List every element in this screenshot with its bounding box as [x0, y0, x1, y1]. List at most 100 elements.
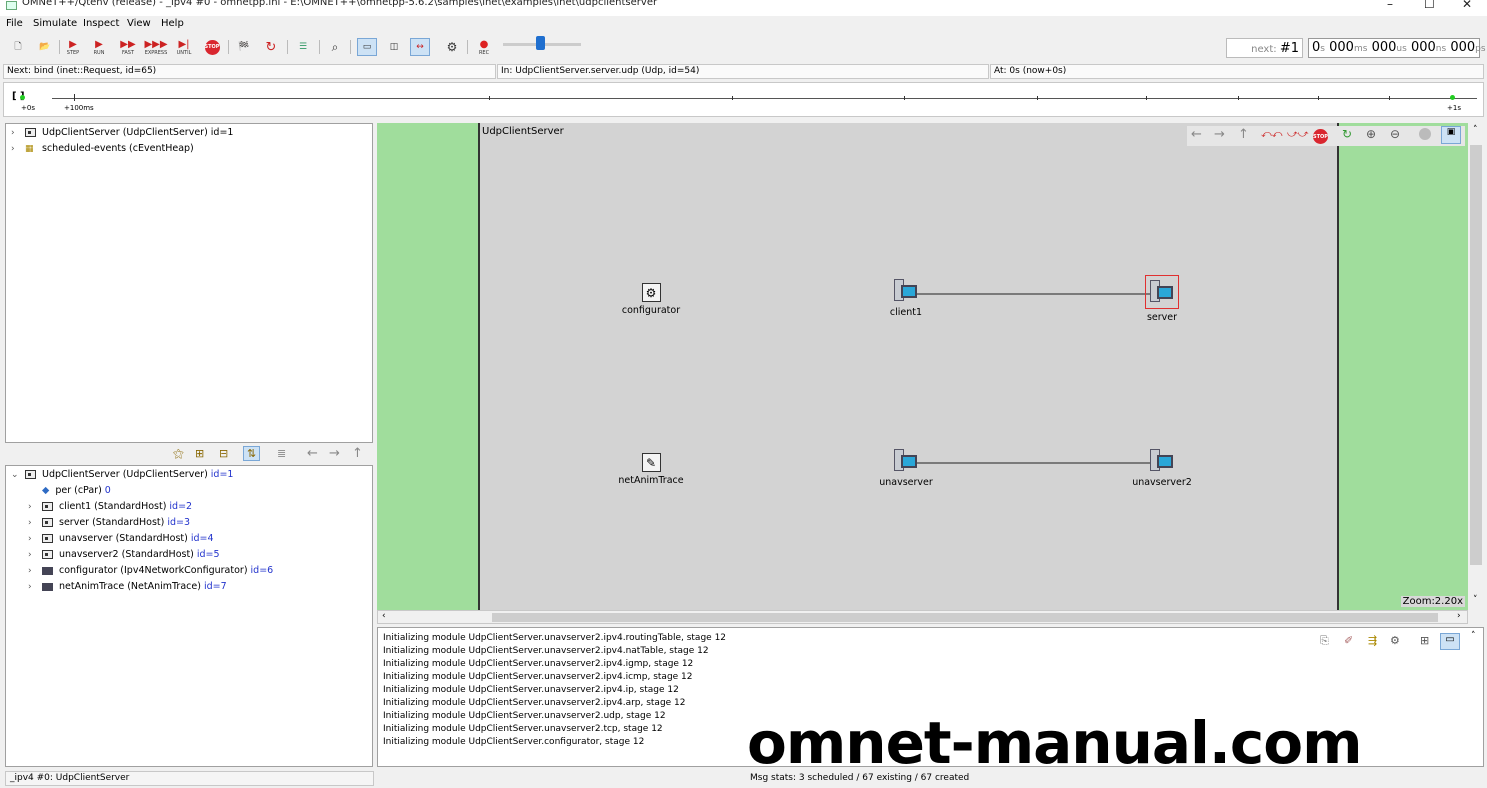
rewind-animation-icon[interactable]: ⤺⤺	[1261, 129, 1283, 140]
gear-icon[interactable]: ⚙	[446, 40, 458, 54]
filter-icon[interactable]: ✐	[1344, 634, 1354, 647]
rebuild-icon[interactable]: ↻	[265, 39, 277, 55]
tree-item-unavserver2[interactable]: › unavserver2 (StandardHost) id=5	[28, 549, 220, 560]
tree-item-udpclientserver[interactable]: › UdpClientServer (UdpClientServer) id=1	[11, 127, 234, 138]
up-arrow-icon[interactable]: ↑	[352, 446, 363, 461]
layout-vertical-icon[interactable]: ◫	[389, 42, 399, 52]
menu-help[interactable]: Help	[161, 18, 184, 29]
module-view-icon[interactable]: ▣	[1441, 126, 1461, 144]
load-ned-icon[interactable]: 📂	[39, 42, 51, 52]
relayout-icon[interactable]: ↻	[1342, 127, 1353, 141]
stop-animation-button[interactable]: STOP	[1313, 129, 1328, 144]
chevron-right-icon[interactable]: ›	[28, 533, 32, 544]
status-next-event: Next: bind (inet::Request, id=65)	[3, 64, 496, 79]
chevron-right-icon[interactable]: ›	[28, 517, 32, 528]
timeline-bracket: [ ]	[12, 91, 25, 102]
scroll-right-icon[interactable]: ›	[1457, 611, 1461, 621]
event-heap-icon: ▦	[25, 143, 34, 154]
menu-simulate[interactable]: Simulate	[33, 18, 78, 29]
flat-list-icon[interactable]: ⊟	[219, 447, 229, 460]
tree-item-unavserver[interactable]: › unavserver (StandardHost) id=4	[28, 533, 214, 544]
scroll-up-icon[interactable]: ˄	[1473, 125, 1478, 135]
chevron-right-icon[interactable]: ›	[28, 581, 32, 592]
timeline-axis	[52, 98, 1477, 99]
maximize-button[interactable]: ☐	[1424, 0, 1435, 11]
tree-item-scheduled-events[interactable]: › ▦ scheduled-events (cEventHeap)	[11, 143, 194, 154]
back-arrow-icon[interactable]: ←	[1191, 127, 1202, 142]
zoom-out-icon[interactable]: ⊖	[1390, 127, 1401, 141]
message-view-icon[interactable]: ⊞	[1420, 634, 1430, 647]
status-at-time: At: 0s (now+0s)	[990, 64, 1484, 79]
timeline-toggle-icon[interactable]: ↔	[410, 38, 430, 56]
find-icon[interactable]: ⇶	[1368, 634, 1378, 647]
mode-icon[interactable]	[1419, 128, 1431, 140]
new-network-icon[interactable]: 🗋	[14, 42, 22, 52]
scroll-thumb[interactable]	[492, 613, 1438, 622]
log-panel[interactable]: Initializing module UdpClientServer.unav…	[377, 627, 1484, 767]
chevron-right-icon[interactable]: ›	[28, 549, 32, 560]
copy-icon[interactable]: ⎘	[1320, 634, 1329, 647]
rec-button[interactable]: ●REC	[478, 38, 490, 56]
node-unavserver[interactable]: unavserver	[861, 448, 951, 488]
menu-inspect[interactable]: Inspect	[83, 18, 120, 29]
finish-flag-icon[interactable]: 🏁	[238, 42, 250, 52]
scroll-down-icon[interactable]: ˅	[1473, 595, 1478, 605]
layout-horizontal-icon[interactable]: ▭	[357, 38, 377, 56]
chevron-right-icon[interactable]: ›	[28, 565, 32, 576]
chevron-right-icon[interactable]: ›	[11, 143, 15, 154]
tree-item-root[interactable]: ⌄ UdpClientServer (UdpClientServer) id=1	[11, 469, 234, 480]
window-title: OMNeT++/Qtenv (release) - _ipv4 #0 - omn…	[22, 0, 658, 8]
log-line: Initializing module UdpClientServer.unav…	[383, 724, 663, 734]
node-netanimtrace[interactable]: ✎ netAnimTrace	[606, 453, 696, 486]
network-area[interactable]: UdpClientServer ⚙ configurator client1 s…	[478, 123, 1339, 610]
forward-arrow-icon[interactable]: →	[329, 446, 340, 461]
tree-icon[interactable]: ⊞	[195, 447, 205, 460]
menu-file[interactable]: File	[6, 18, 23, 29]
module-icon	[42, 550, 53, 559]
node-client1[interactable]: client1	[861, 278, 951, 318]
children-icon[interactable]: ⇅	[243, 446, 261, 461]
up-arrow-icon[interactable]: ↑	[1238, 127, 1249, 142]
back-arrow-icon[interactable]: ←	[307, 446, 318, 461]
inheritance-icon[interactable]: ≣	[277, 447, 287, 460]
simple-module-icon	[42, 582, 53, 591]
network-canvas[interactable]: UdpClientServer ⚙ configurator client1 s…	[377, 123, 1468, 610]
tree-item-per[interactable]: ◆ per (cPar) 0	[42, 485, 111, 496]
speed-slider-handle[interactable]	[535, 36, 545, 50]
fast-button[interactable]: ▶▶FAST	[120, 38, 136, 56]
tree-item-server[interactable]: › server (StandardHost) id=3	[28, 517, 191, 528]
forward-arrow-icon[interactable]: →	[1214, 127, 1225, 142]
tree-item-client1[interactable]: › client1 (StandardHost) id=2	[28, 501, 193, 512]
node-server[interactable]: server	[1117, 275, 1207, 323]
menu-view[interactable]: View	[127, 18, 151, 29]
log-view-icon[interactable]: ▭	[1440, 633, 1460, 650]
close-button[interactable]: ✕	[1462, 0, 1473, 11]
node-unavserver2[interactable]: unavserver2	[1117, 448, 1207, 488]
tree-item-configurator[interactable]: › configurator (Ipv4NetworkConfigurator)…	[28, 565, 274, 576]
stop-button[interactable]: STOP	[202, 38, 222, 56]
group-icon[interactable]: ⚝	[173, 447, 184, 460]
chevron-down-icon[interactable]: ⌄	[11, 469, 19, 480]
gear-icon: ⚙	[641, 283, 661, 302]
search-icon[interactable]: ⌕	[331, 39, 339, 54]
node-configurator[interactable]: ⚙ configurator	[606, 283, 696, 316]
zoom-in-icon[interactable]: ⊕	[1366, 127, 1377, 141]
chevron-right-icon[interactable]: ›	[28, 501, 32, 512]
express-button[interactable]: ▶▶▶EXPRESS	[144, 38, 168, 56]
chevron-right-icon[interactable]: ›	[11, 127, 15, 138]
forward-animation-icon[interactable]: ⤻⤻	[1287, 129, 1309, 140]
scroll-thumb[interactable]	[1470, 145, 1482, 565]
run-button[interactable]: ▶RUN	[93, 38, 105, 56]
step-button[interactable]: ▶STEP	[66, 38, 80, 56]
minimize-button[interactable]: –	[1387, 0, 1393, 11]
canvas-horizontal-scrollbar[interactable]: ‹ ›	[377, 610, 1468, 624]
log-line: Initializing module UdpClientServer.unav…	[383, 698, 686, 708]
gear-icon[interactable]: ⚙	[1390, 634, 1400, 647]
canvas-vertical-scrollbar[interactable]: ˄ ˅	[1468, 123, 1484, 610]
scroll-left-icon[interactable]: ‹	[382, 611, 386, 621]
timeline[interactable]: [ ] +0s +100ms +1s	[3, 82, 1484, 117]
tree-item-netanimtrace[interactable]: › netAnimTrace (NetAnimTrace) id=7	[28, 581, 227, 592]
scroll-up-icon[interactable]: ˄	[1471, 631, 1476, 641]
record-icon[interactable]: ☰	[298, 42, 308, 52]
until-button[interactable]: ▶|UNTIL	[176, 38, 192, 56]
